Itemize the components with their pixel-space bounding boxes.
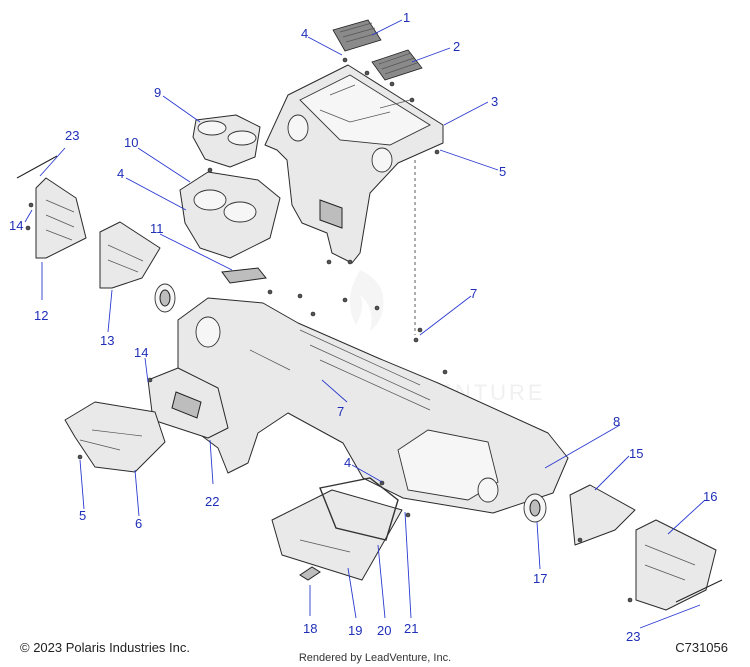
callout-18: 18 <box>303 621 317 636</box>
callout-22: 22 <box>205 494 219 509</box>
callout-10: 10 <box>124 135 138 150</box>
callout-9: 9 <box>154 85 161 100</box>
callout-3: 3 <box>491 94 498 109</box>
part-main-dash-8 <box>177 289 569 514</box>
part-glove-box-seal-20 <box>319 477 399 541</box>
part-grommet-17-right <box>523 493 547 523</box>
callout-16: 16 <box>703 489 717 504</box>
callout-1: 1 <box>403 10 410 25</box>
callout-13: 13 <box>100 333 114 348</box>
part-upper-dash-panel-3 <box>264 64 444 265</box>
part-left-side-panel-12 <box>16 155 87 259</box>
copyright-text: © 2023 Polaris Industries Inc. <box>20 640 190 655</box>
callout-4-left: 4 <box>117 166 124 181</box>
callout-21: 21 <box>404 621 418 636</box>
part-right-inner-panel-15 <box>569 484 636 546</box>
callout-7-right: 7 <box>470 286 477 301</box>
rendered-by-text: Rendered by LeadVenture, Inc. <box>298 652 452 664</box>
callout-23-top: 23 <box>65 128 79 143</box>
part-instrument-hood-6 <box>64 401 166 473</box>
part-vent-grille-1 <box>332 19 382 52</box>
callout-5-right: 5 <box>499 164 506 179</box>
part-vent-grille-2 <box>371 49 423 81</box>
part-switch-bar-11 <box>221 267 267 284</box>
callout-19: 19 <box>348 623 362 638</box>
hardware-fasteners <box>25 57 633 603</box>
callout-4-center: 4 <box>344 455 351 470</box>
part-cup-holder-9 <box>192 114 261 168</box>
callout-5: 5 <box>79 508 86 523</box>
part-gauge-bracket-22 <box>147 367 229 439</box>
callout-12: 12 <box>34 308 48 323</box>
leader-lines <box>24 19 706 629</box>
part-grommet-17-left <box>154 283 176 313</box>
part-right-side-panel-16 <box>635 519 723 611</box>
callout-7: 7 <box>337 404 344 419</box>
figure-id: C731056 <box>675 640 728 655</box>
callout-8: 8 <box>613 414 620 429</box>
callout-11: 11 <box>150 221 164 236</box>
part-left-inner-panel-13 <box>99 221 161 289</box>
callout-23-bottom: 23 <box>626 629 640 644</box>
callout-labels: 1 2 3 4 5 9 10 4 11 23 14 12 13 7 14 7 2… <box>9 10 717 644</box>
callout-17: 17 <box>533 571 547 586</box>
callout-6: 6 <box>135 516 142 531</box>
part-glove-box-19 <box>271 489 403 581</box>
callout-4-top: 4 <box>301 26 308 41</box>
callout-2: 2 <box>453 39 460 54</box>
part-cup-holder-bezel-10 <box>179 171 281 259</box>
callout-15: 15 <box>629 446 643 461</box>
callout-20: 20 <box>377 623 391 638</box>
callout-14-left: 14 <box>9 218 23 233</box>
callout-14: 14 <box>134 345 148 360</box>
